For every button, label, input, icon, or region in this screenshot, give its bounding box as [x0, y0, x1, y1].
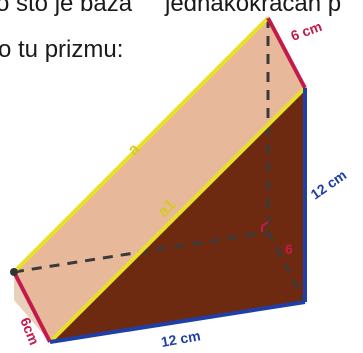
edge-left-red — [12, 271, 52, 343]
edge-face-diagonal — [12, 16, 270, 274]
text-fragment-second-line: o tu prizmu: — [0, 36, 124, 63]
edge-top-red — [266, 17, 307, 89]
label-inner-height: 6 — [285, 241, 293, 257]
label-right-edge: 12 cm — [308, 167, 350, 203]
text-fragment-top-right: jednakokračan p — [165, 0, 342, 17]
edge-bottom-blue — [49, 300, 306, 344]
edge-front-diagonal — [48, 86, 307, 344]
hidden-edge-back-to-front — [266, 231, 307, 303]
label-bottom-edge: 12 cm — [160, 327, 202, 350]
text-fragment-top-left: o što je baza — [0, 0, 133, 17]
vertex-left — [10, 268, 18, 276]
label-top-edge: 6 cm — [289, 18, 324, 44]
right-angle-marker — [261, 221, 269, 232]
